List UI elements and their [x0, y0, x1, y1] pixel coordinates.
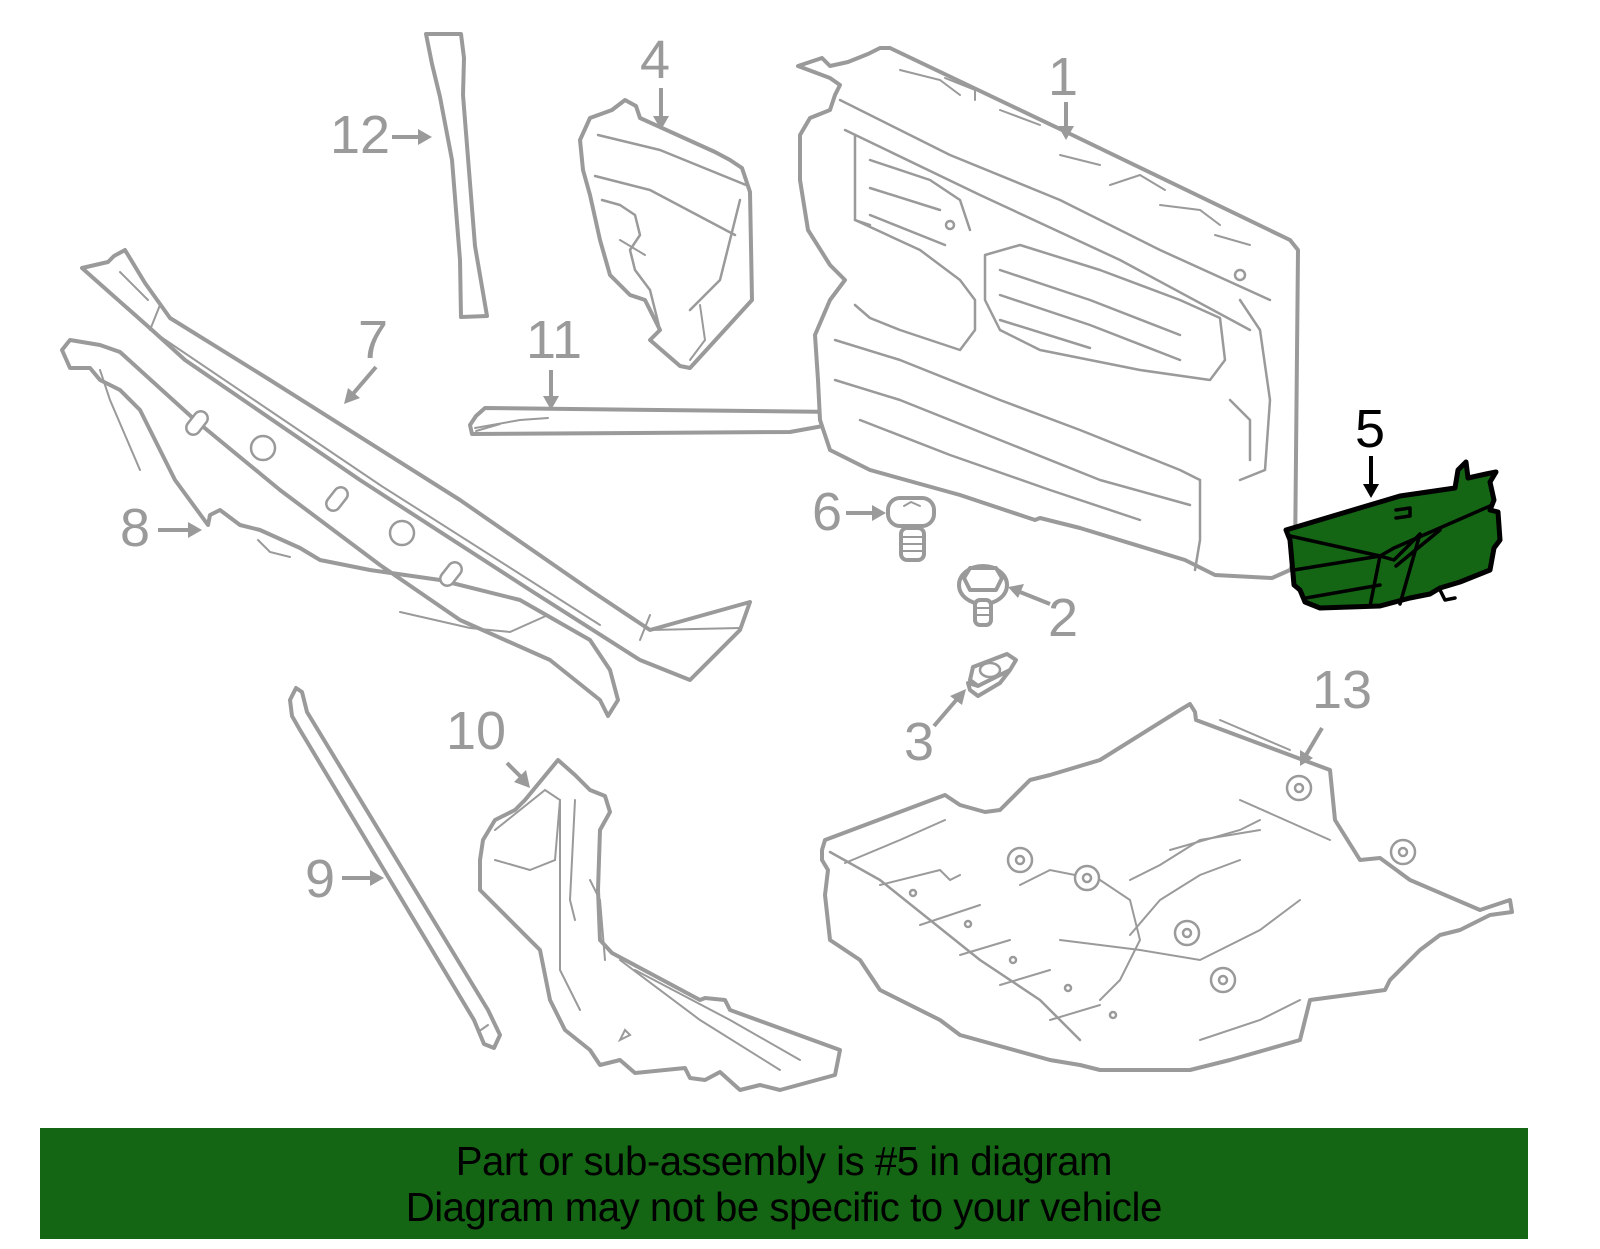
callout-6-label: 6: [812, 482, 842, 542]
callout-9-label: 9: [305, 849, 335, 909]
callout-7[interactable]: 7: [344, 310, 388, 404]
banner-part-notice: Part or sub-assembly is #5 in diagram: [455, 1137, 1113, 1184]
callout-5[interactable]: 5: [1355, 399, 1385, 498]
callout-5-label: 5: [1355, 399, 1385, 459]
part-3-clip-nut[interactable]: [966, 652, 1018, 698]
part-2-hex-bolt[interactable]: [957, 564, 1009, 627]
callout-11[interactable]: 11: [526, 310, 582, 410]
part-1-radiator-support[interactable]: [796, 46, 1300, 580]
callout-8[interactable]: 8: [120, 498, 202, 558]
callout-7-label: 7: [358, 310, 388, 370]
part-13-underbody-shield[interactable]: [820, 702, 1514, 1072]
callout-10-label: 10: [446, 701, 506, 761]
callout-8-label: 8: [120, 498, 150, 558]
part-8-lower-deflector[interactable]: [60, 338, 620, 718]
part-10-side-panel[interactable]: [478, 758, 842, 1092]
callout-3-label: 3: [904, 712, 934, 772]
callout-13-label: 13: [1312, 660, 1372, 720]
info-banner: Part or sub-assembly is #5 in diagram Di…: [40, 1128, 1528, 1239]
callout-12[interactable]: 12: [330, 105, 432, 165]
part-7-tie-bar-cover[interactable]: [80, 248, 752, 682]
callout-4-label: 4: [640, 30, 670, 90]
callout-10[interactable]: 10: [446, 701, 530, 788]
callout-6[interactable]: 6: [812, 482, 886, 542]
callout-1-label: 1: [1048, 47, 1078, 107]
part-6-screw[interactable]: [886, 496, 936, 562]
part-9-support-rod[interactable]: [288, 686, 502, 1050]
banner-disclaimer: Diagram may not be specific to your vehi…: [405, 1183, 1163, 1230]
callout-12-label: 12: [330, 105, 390, 165]
part-11-seal-strip[interactable]: [468, 406, 847, 436]
callout-2-label: 2: [1048, 588, 1078, 648]
callout-4[interactable]: 4: [640, 30, 670, 130]
callout-13[interactable]: 13: [1300, 660, 1372, 766]
part-4-air-duct[interactable]: [578, 98, 754, 370]
part-5-air-duct-highlighted[interactable]: [1283, 459, 1503, 611]
callout-3[interactable]: 3: [904, 689, 966, 772]
callout-9[interactable]: 9: [305, 849, 384, 909]
callout-1[interactable]: 1: [1048, 47, 1078, 140]
callout-2[interactable]: 2: [1008, 584, 1078, 648]
part-12-vertical-seal[interactable]: [424, 32, 489, 319]
callout-11-label: 11: [526, 310, 582, 370]
